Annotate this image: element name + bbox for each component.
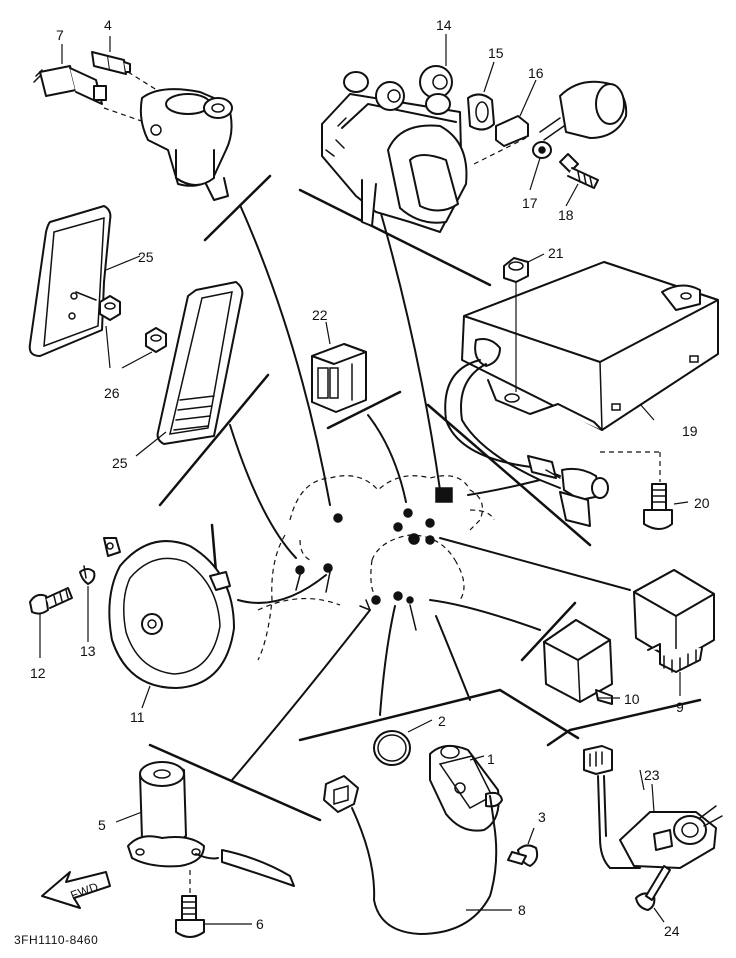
callout-19: 19 — [682, 423, 698, 439]
callout-labels: 1 2 3 4 5 6 7 8 9 10 11 12 13 14 15 16 1… — [30, 17, 710, 939]
sensor-23 — [583, 745, 723, 869]
callout-16: 16 — [528, 65, 544, 81]
callout-20: 20 — [694, 495, 710, 511]
nut-21 — [503, 257, 529, 392]
relay-5 — [115, 761, 295, 887]
nut-26-upper — [75, 291, 121, 321]
bushing-15 — [467, 93, 495, 131]
connector-dot — [393, 522, 403, 532]
bolt-6 — [175, 870, 252, 938]
harness-8 — [323, 775, 512, 936]
spark-plug-4 — [91, 51, 131, 75]
callout-26: 26 — [104, 385, 120, 401]
connector-dot — [425, 518, 435, 528]
callout-9: 9 — [676, 699, 684, 715]
callout-24: 24 — [664, 923, 680, 939]
spark-plug-7 — [33, 65, 107, 105]
callout-21: 21 — [548, 245, 564, 261]
callout-8: 8 — [518, 902, 526, 918]
gasket-2 — [373, 719, 433, 766]
callout-13: 13 — [80, 643, 96, 659]
screw-12 — [29, 587, 73, 658]
drawing-code: 3FH1110-8460 — [14, 933, 98, 947]
callout-10: 10 — [624, 691, 640, 707]
leader-26 — [105, 325, 153, 369]
fwd-arrow: FWD — [41, 871, 111, 909]
connector-dot — [371, 595, 381, 605]
reflector-25-upper — [28, 205, 112, 357]
callout-2: 2 — [438, 713, 446, 729]
collar-16 — [473, 115, 529, 165]
connector-block — [435, 487, 453, 503]
callout-12: 12 — [30, 665, 46, 681]
callout-14: 14 — [436, 17, 452, 33]
control-unit-19 — [461, 261, 719, 431]
callout-6: 6 — [256, 916, 264, 932]
washer-17 — [532, 141, 552, 159]
sensor-16-plug — [539, 80, 628, 141]
bolt-20 — [600, 451, 673, 530]
reflector-25-lower — [156, 281, 244, 445]
callout-18: 18 — [558, 207, 574, 223]
connector-dot — [393, 591, 403, 601]
callout-17: 17 — [522, 195, 538, 211]
section-brackets — [148, 174, 702, 822]
other-leaders — [61, 34, 689, 791]
connector-dot — [403, 508, 413, 518]
callout-3: 3 — [538, 809, 546, 825]
callout-7: 7 — [56, 27, 64, 43]
screw-3 — [507, 827, 539, 867]
callout-22: 22 — [312, 307, 328, 323]
plug-cap — [103, 71, 233, 201]
screw-24 — [635, 865, 671, 923]
connector-dot — [406, 596, 414, 604]
callout-5: 5 — [98, 817, 106, 833]
relay-10 — [543, 619, 620, 705]
control-unit-harness — [444, 359, 609, 527]
bolt-18 — [559, 153, 599, 189]
relay-22 — [311, 343, 367, 413]
callout-23: 23 — [644, 767, 660, 783]
callout-11: 11 — [130, 709, 145, 725]
connector-dot — [408, 533, 420, 545]
callout-4: 4 — [104, 17, 112, 33]
relay-bracket-14 — [321, 65, 468, 233]
relay-9 — [633, 569, 715, 696]
connector-dot — [333, 513, 343, 523]
callout-15: 15 — [488, 45, 504, 61]
frame-body — [257, 475, 495, 661]
leader-lines — [229, 204, 631, 781]
callout-1: 1 — [487, 751, 495, 767]
washer-13 — [79, 565, 96, 642]
connector-dot — [323, 563, 333, 573]
nut-26-lower — [145, 327, 167, 353]
horn-11 — [103, 537, 235, 709]
callout-25-upper: 25 — [138, 249, 154, 265]
connector-dot — [425, 535, 435, 545]
connector-dot — [295, 565, 305, 575]
callout-25-lower: 25 — [112, 455, 128, 471]
